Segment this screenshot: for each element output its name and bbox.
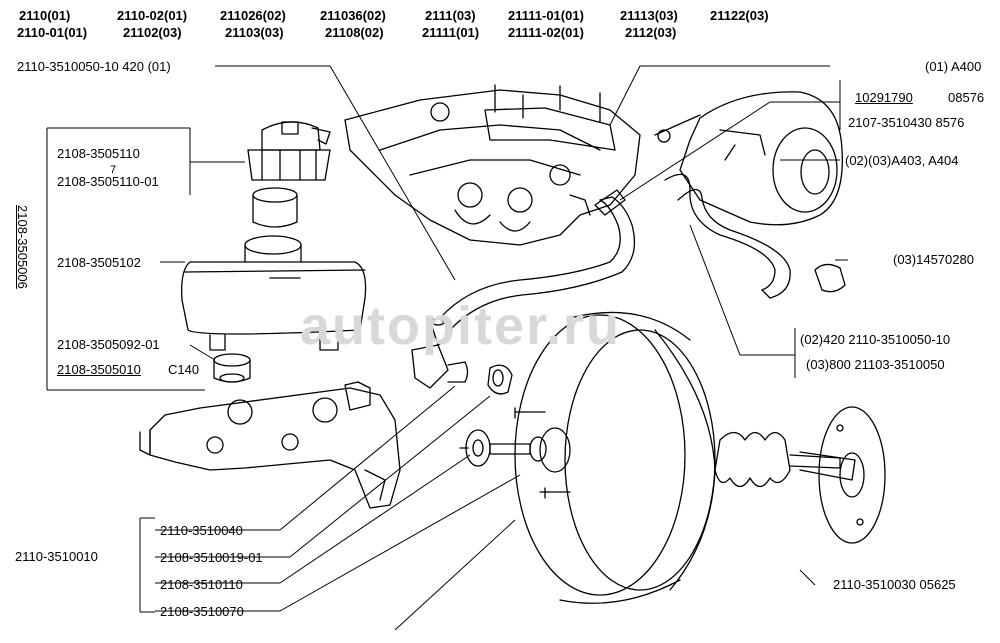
watermark: autopiter.ru: [300, 296, 622, 356]
label-manifold-c: 2107-3510430 8576: [848, 115, 965, 130]
header-model-0: 2110(01): [19, 8, 71, 23]
brake-fluid-reservoir: [181, 235, 367, 351]
label-assembly-vertical: 2108-3505006: [15, 205, 30, 289]
label-reservoir: 2108-3505102: [57, 255, 141, 270]
booster-boot: [714, 431, 856, 488]
header-model-3: 211036(02): [320, 8, 386, 23]
booster-seal-ring: [459, 429, 491, 467]
master-cylinder: [139, 381, 401, 509]
header-model-4: 2111(03): [425, 8, 476, 23]
label-clamp: (03)14570280: [893, 252, 974, 267]
label-hose-right: (02)(03)A403, A404: [845, 153, 959, 168]
header-model-9: 21102(03): [123, 25, 182, 40]
label-booster-group: 2110-3510010: [15, 549, 98, 564]
air-intake-housing: [654, 91, 843, 226]
intake-manifold: [344, 84, 641, 246]
header-model-13: 21111-02(01): [508, 25, 584, 40]
header-model-8: 2110-01(01): [17, 25, 88, 40]
label-manifold-b2: 08576: [948, 90, 985, 105]
header-model-6: 21113(03): [620, 8, 678, 23]
label-booster-c: 2108-3510110: [160, 577, 243, 592]
header-model-5: 21111-01(01): [508, 8, 584, 23]
label-cap-mark: 7: [110, 164, 117, 176]
header-model-14: 2112(03): [625, 25, 677, 40]
label-hose-alt1: (02)420 2110-3510050-10: [800, 332, 951, 347]
header-model-2: 211026(02): [220, 8, 286, 23]
header-model-7: 21122(03): [710, 8, 769, 23]
label-grommet: 2108-3505092-01: [57, 337, 160, 352]
label-booster-a: 2110-3510040: [160, 523, 243, 538]
label-manifold: (01) A400: [925, 59, 982, 74]
vacuum-hose-right: [664, 173, 846, 299]
label-pin: 2108-3505010: [57, 362, 141, 377]
header-model-1: 2110-02(01): [117, 8, 188, 23]
header-model-10: 21103(03): [225, 25, 284, 40]
label-manifold-b1: 10291790: [855, 90, 913, 105]
header-model-12: 21111(01): [422, 25, 480, 40]
vacuum-hose-main: [439, 189, 636, 331]
label-cap-b: 2108-3505110-01: [57, 174, 159, 189]
label-pin-suffix: С140: [168, 362, 200, 377]
reservoir-cap: [247, 121, 331, 228]
seal-grommet: [487, 364, 513, 395]
label-hose-alt2: (03)800 21103-3510050: [806, 357, 945, 372]
header-model-11: 21108(02): [325, 25, 384, 40]
check-valve: [411, 317, 469, 389]
reservoir-grommet: [213, 353, 251, 383]
label-booster-b: 2108-3510019-01: [160, 550, 263, 565]
label-booster-bottom: 2110-3510030 05625: [833, 577, 956, 592]
label-hose-top: 2110-3510050-10 420 (01): [17, 59, 171, 74]
push-rod: [489, 436, 547, 462]
label-booster-d: 2108-3510070: [160, 604, 244, 619]
label-cap-a: 2108-3505110: [57, 146, 140, 161]
booster-gasket: [818, 406, 886, 544]
